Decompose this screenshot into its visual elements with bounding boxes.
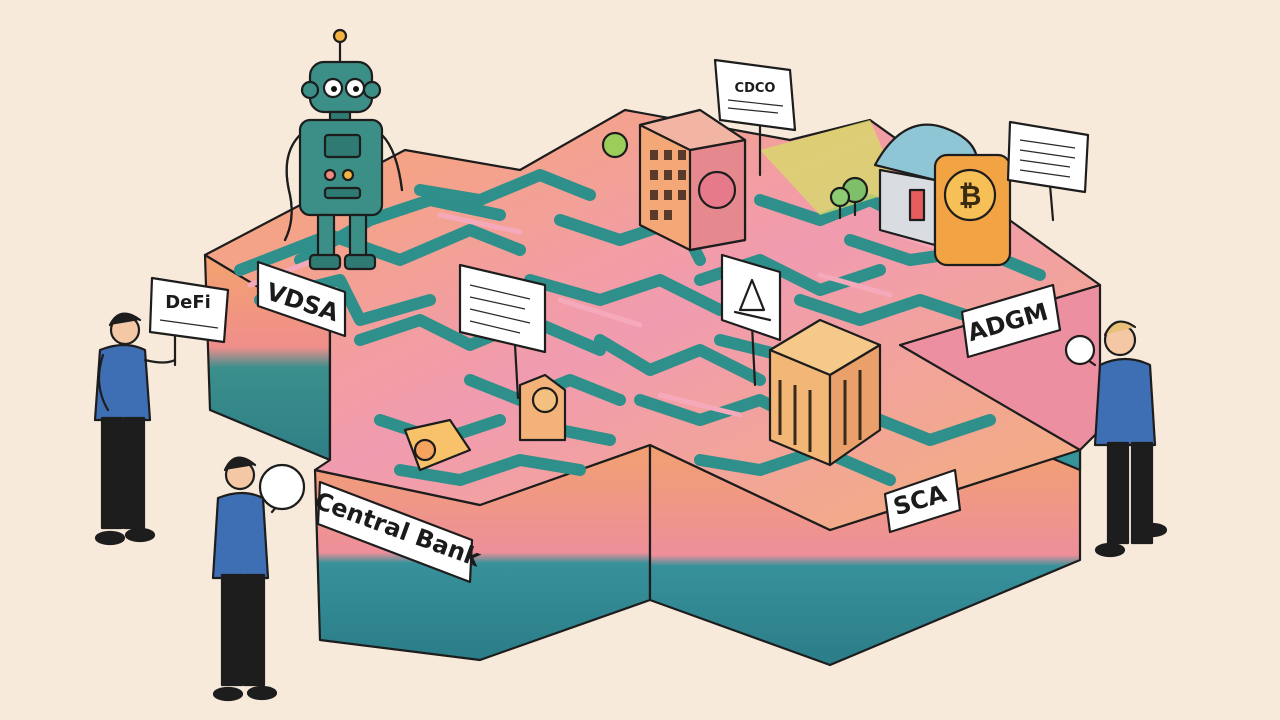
- sign-middle: [458, 263, 547, 400]
- bitcoin-symbol-icon: ₿: [959, 179, 982, 212]
- person-magnifier-left: [211, 456, 306, 702]
- label-vdsa: VDSA: [256, 260, 347, 338]
- label-sca: SCA: [883, 468, 962, 534]
- bitcoin-token: ₿: [933, 153, 1012, 267]
- trees: [601, 131, 869, 220]
- sign-top-right: [1006, 120, 1090, 222]
- person-magnifier-right: [1064, 320, 1168, 558]
- defi-sign: DeFi: [148, 276, 230, 344]
- government-building: [768, 318, 882, 467]
- robot: [283, 28, 404, 271]
- person-defi-holder: DeFi: [93, 276, 230, 546]
- small-vault: [518, 373, 567, 442]
- office-tower: [638, 108, 747, 252]
- magnifier-icon-right: [1064, 334, 1097, 367]
- magnifier-icon: [258, 463, 306, 514]
- small-cart: [403, 418, 472, 472]
- sign-cdco: CDCO: [713, 58, 797, 177]
- sign-ship: [720, 253, 782, 387]
- svg-text:CDCO: CDCO: [735, 81, 776, 96]
- defi-sign-text: DeFi: [165, 292, 211, 313]
